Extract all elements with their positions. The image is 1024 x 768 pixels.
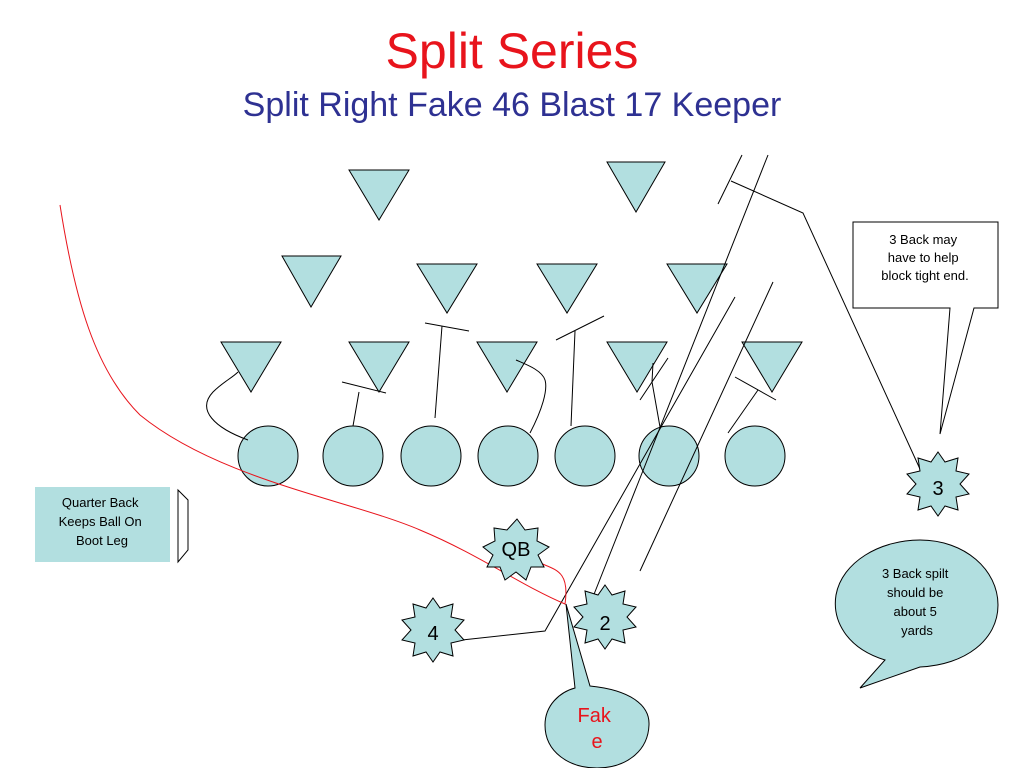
lineman-5 <box>554 425 616 487</box>
blocking-assignments <box>206 315 777 441</box>
callout-split-note-text: 3 Back spilt should be about 5 yards <box>882 566 952 638</box>
back-2-label: 2 <box>599 613 610 635</box>
lineman-6 <box>638 425 700 487</box>
slide-title: Split Series <box>385 23 639 79</box>
qb-label: QB <box>502 539 531 561</box>
split-note-line-3: about 5 <box>894 604 937 619</box>
block-bar-3 <box>424 322 470 332</box>
defender-dl-3 <box>476 341 538 393</box>
block-note-line-2: have to help <box>888 250 959 265</box>
callout-boot-note-tail <box>177 488 189 564</box>
lineman-4 <box>477 425 539 487</box>
fake-line-1: Fak <box>578 705 612 727</box>
callout-boot-note: Quarter Back Keeps Ball On Boot Leg <box>35 487 189 564</box>
back-4-player: 4 <box>401 597 465 663</box>
defender-lb-4 <box>666 263 728 314</box>
slide-subtitle: Split Right Fake 46 Blast 17 Keeper <box>242 86 782 124</box>
callout-block-note-text: 3 Back may have to help block tight end. <box>881 232 968 283</box>
back-4-label: 4 <box>427 623 438 645</box>
split-note-line-2: should be <box>887 585 943 600</box>
block-line-7 <box>727 389 759 434</box>
block-note-line-3: block tight end. <box>881 268 968 283</box>
defender-dl-2 <box>348 341 410 393</box>
block-bar-2 <box>341 381 387 394</box>
lineman-2 <box>322 425 384 487</box>
block-line-5 <box>570 330 576 427</box>
defender-safety-left <box>348 169 410 221</box>
path-back-2-edge <box>639 281 774 572</box>
back-4-star <box>401 597 465 663</box>
back-2-player: 2 <box>573 584 637 650</box>
boot-note-line-3: Boot Leg <box>76 533 128 548</box>
lineman-1 <box>237 425 299 487</box>
path-back-3-bar <box>717 154 743 205</box>
defender-dl-5 <box>741 341 803 393</box>
qb-player: QB <box>482 518 550 581</box>
callout-block-note-shape <box>852 221 999 435</box>
defender-dl-4 <box>606 341 668 393</box>
path-back-4 <box>461 296 736 641</box>
split-note-line-4: yards <box>901 623 933 638</box>
path-back-3 <box>730 180 926 481</box>
boot-note-line-2: Keeps Ball On <box>59 514 142 529</box>
offensive-line <box>237 425 786 487</box>
fake-line-2: e <box>591 731 602 753</box>
qb-bootleg-route <box>59 204 567 605</box>
callout-split-note: 3 Back spilt should be about 5 yards <box>834 539 999 689</box>
block-note-line-1: 3 Back may <box>889 232 957 247</box>
back-2-star <box>573 584 637 650</box>
defender-lb-1 <box>281 255 342 308</box>
defender-dl-1 <box>220 341 282 393</box>
callout-block-note: 3 Back may have to help block tight end. <box>852 221 999 435</box>
callout-fake-text: Fak e <box>578 705 617 753</box>
block-bar-5 <box>555 315 605 341</box>
block-line-1 <box>206 371 249 441</box>
back-3-star <box>906 451 970 517</box>
callout-boot-note-box <box>35 487 170 562</box>
block-bar-6 <box>639 357 669 401</box>
path-back-2 <box>586 154 769 613</box>
back-3-player: 3 <box>906 451 970 517</box>
split-note-line-1: 3 Back spilt <box>882 566 949 581</box>
defender-lb-2 <box>416 263 478 314</box>
block-line-4 <box>515 359 547 434</box>
lineman-7 <box>724 425 786 487</box>
callout-boot-note-text: Quarter Back Keeps Ball On Boot Leg <box>59 495 146 548</box>
callout-split-note-shape <box>834 539 999 689</box>
callout-fake: Fak e <box>544 603 650 768</box>
lineman-3 <box>400 425 462 487</box>
block-bar-7 <box>734 376 777 401</box>
defenders <box>220 161 803 393</box>
defender-safety-right <box>606 161 666 213</box>
boot-note-line-1: Quarter Back <box>62 495 139 510</box>
back-3-label: 3 <box>932 478 943 500</box>
defender-lb-3 <box>536 263 598 314</box>
block-line-3 <box>434 325 443 419</box>
block-line-2 <box>352 391 360 427</box>
backfield-paths <box>461 154 926 641</box>
qb-star <box>482 518 550 581</box>
